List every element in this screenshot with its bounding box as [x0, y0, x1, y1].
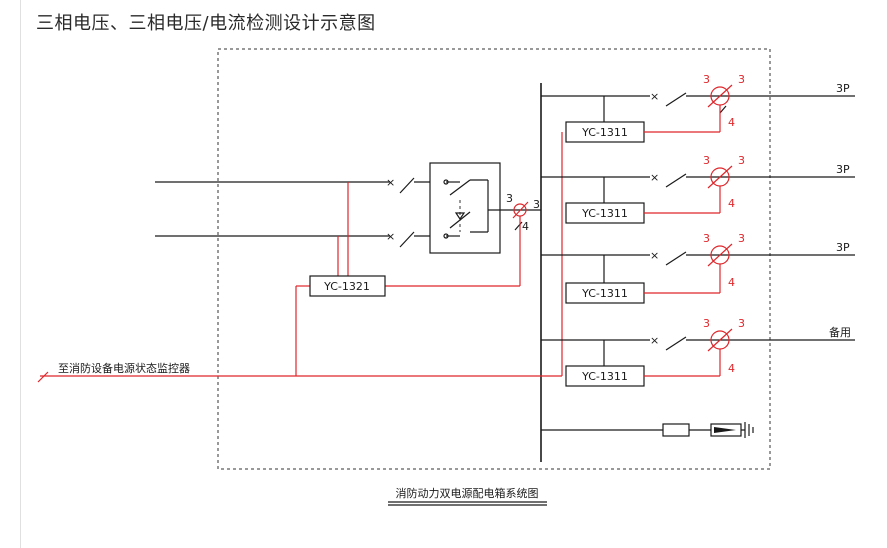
svg-text:3: 3	[703, 154, 710, 167]
svg-text:4: 4	[728, 116, 735, 129]
svg-text:×: ×	[650, 334, 659, 347]
diagram-caption: 消防动力双电源配电箱系统图	[396, 486, 539, 500]
svg-text:YC-1311: YC-1311	[581, 370, 628, 383]
svg-text:3P: 3P	[836, 82, 850, 95]
svg-text:3: 3	[703, 232, 710, 245]
branch-4: × 3 3 4 YC-1311 备用	[541, 317, 855, 387]
svg-text:×: ×	[650, 249, 659, 262]
enclosure-frame	[217, 48, 771, 470]
svg-text:3: 3	[703, 317, 710, 330]
main-phase-count-2: 3	[533, 198, 540, 211]
branch-3: × 3 3 4 YC-1311 3P	[541, 232, 855, 304]
branch-1: × 3 3 4 YC-1311 3P	[541, 73, 855, 376]
surge-protector-branch	[541, 422, 754, 438]
svg-text:×: ×	[650, 171, 659, 184]
svg-text:3: 3	[738, 73, 745, 86]
svg-text:YC-1311: YC-1311	[581, 207, 628, 220]
svg-text:×: ×	[386, 230, 395, 243]
svg-text:×: ×	[386, 176, 395, 189]
page-title: 三相电压、三相电压/电流检测设计示意图	[36, 13, 376, 34]
svg-text:YC-1311: YC-1311	[581, 287, 628, 300]
svg-text:4: 4	[728, 276, 735, 289]
svg-text:3: 3	[703, 73, 710, 86]
yc-1321-module: YC-1321	[309, 275, 386, 297]
svg-text:3P: 3P	[836, 163, 850, 176]
svg-text:3P: 3P	[836, 241, 850, 254]
svg-text:3: 3	[738, 154, 745, 167]
svg-text:4: 4	[728, 362, 735, 375]
branch-2: × 3 3 4 YC-1311 3P	[541, 154, 855, 224]
svg-text:×: ×	[650, 90, 659, 103]
monitor-label: 至消防设备电源状态监控器	[58, 361, 190, 375]
svg-text:4: 4	[728, 197, 735, 210]
transfer-switch	[429, 162, 501, 254]
svg-text:3: 3	[738, 317, 745, 330]
svg-text:备用: 备用	[829, 325, 851, 339]
main-signal-count: 4	[522, 220, 529, 233]
svg-text:YC-1321: YC-1321	[323, 280, 370, 293]
page-panel	[20, 0, 887, 548]
svg-text:3: 3	[738, 232, 745, 245]
incoming-feeder-1: ×	[155, 176, 450, 194]
main-phase-count: 3	[506, 192, 513, 205]
incoming-feeder-2: ×	[155, 230, 450, 248]
svg-text:YC-1311: YC-1311	[581, 126, 628, 139]
